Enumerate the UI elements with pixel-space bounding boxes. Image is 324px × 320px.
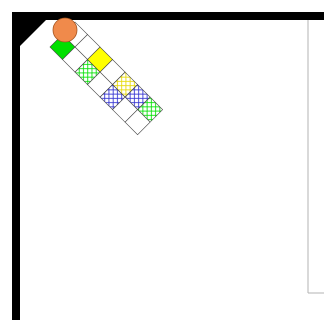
left-wall [12,12,20,320]
orange-ball[interactable] [53,18,77,42]
corner-wedge [12,12,54,46]
top-wall [12,12,324,20]
